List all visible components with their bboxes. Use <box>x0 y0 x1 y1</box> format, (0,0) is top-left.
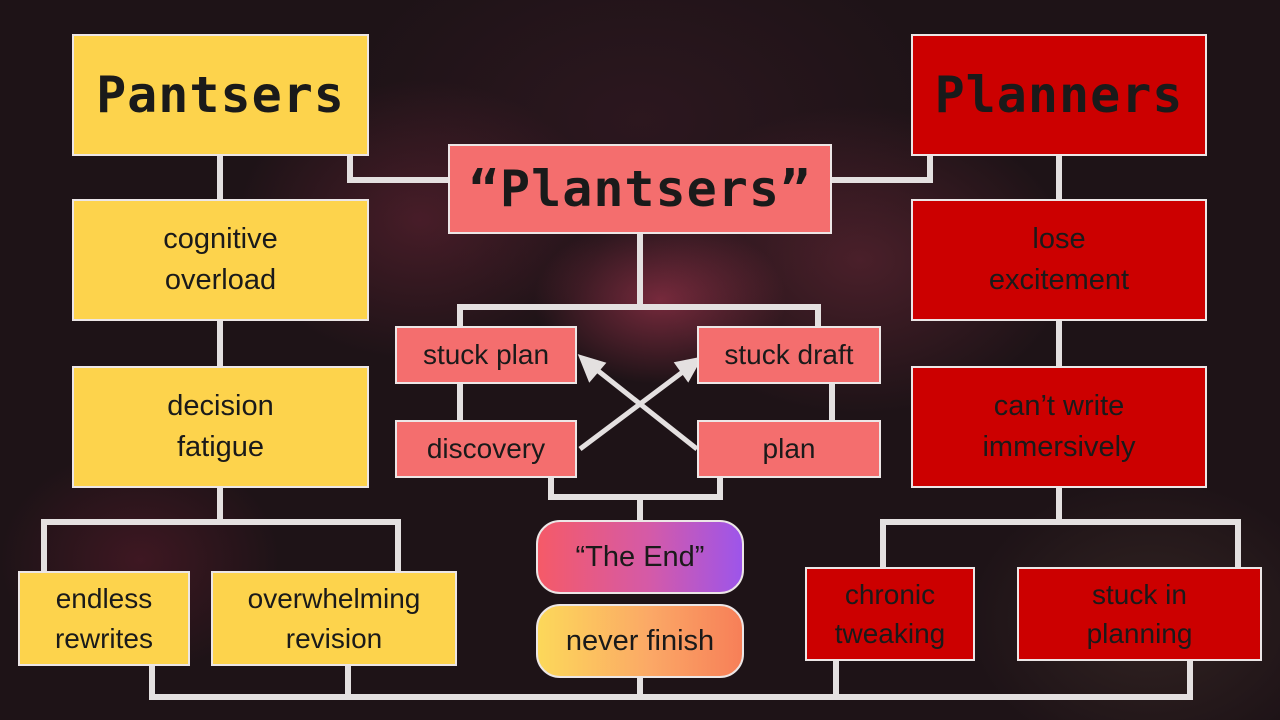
pantsers-title: Pantsers <box>96 66 345 124</box>
plantsers-plan: plan <box>697 420 881 478</box>
stuck-draft-label: stuck draft <box>724 339 854 371</box>
discovery-label: discovery <box>426 433 546 465</box>
the-end-label: “The End” <box>575 540 705 573</box>
planners-title: Planners <box>934 66 1184 124</box>
planners-leaf-label: stuck in planning <box>1086 578 1193 649</box>
pantsers-leaf-endless-rewrites: endless rewrites <box>18 571 190 666</box>
the-end-pill: “The End” <box>536 520 744 594</box>
pantsers-title-box: Pantsers <box>72 34 369 156</box>
planners-item-cant-write-immersively: can’t write immersively <box>911 366 1207 488</box>
plantsers-title-box: “Plantsers” <box>448 144 832 234</box>
pantsers-leaf-overwhelming-revision: overwhelming revision <box>211 571 457 666</box>
planners-leaf-chronic-tweaking: chronic tweaking <box>805 567 975 661</box>
plan-label: plan <box>762 433 816 465</box>
stuck-plan-label: stuck plan <box>422 339 550 371</box>
pantsers-item-decision-fatigue: decision fatigue <box>72 366 369 488</box>
pantsers-item-label: cognitive overload <box>163 223 278 296</box>
plantsers-stuck-draft: stuck draft <box>697 326 881 384</box>
planners-title-box: Planners <box>911 34 1207 156</box>
never-finish-label: never finish <box>565 624 715 657</box>
plantsers-stuck-plan: stuck plan <box>395 326 577 384</box>
pantsers-leaf-label: overwhelming revision <box>247 583 421 654</box>
pantsers-leaf-label: endless rewrites <box>54 583 153 654</box>
pantsers-item-label: decision fatigue <box>167 390 274 463</box>
planners-leaf-stuck-in-planning: stuck in planning <box>1017 567 1262 661</box>
planners-leaf-label: chronic tweaking <box>834 578 946 649</box>
plantsers-discovery: discovery <box>395 420 577 478</box>
never-finish-pill: never finish <box>536 604 744 678</box>
plantsers-title: “Plantsers” <box>468 160 812 218</box>
planners-item-lose-excitement: lose excitement <box>911 199 1207 321</box>
pantsers-item-cognitive-overload: cognitive overload <box>72 199 369 321</box>
planners-item-label: lose excitement <box>988 223 1130 296</box>
planners-item-label: can’t write immersively <box>982 390 1136 463</box>
